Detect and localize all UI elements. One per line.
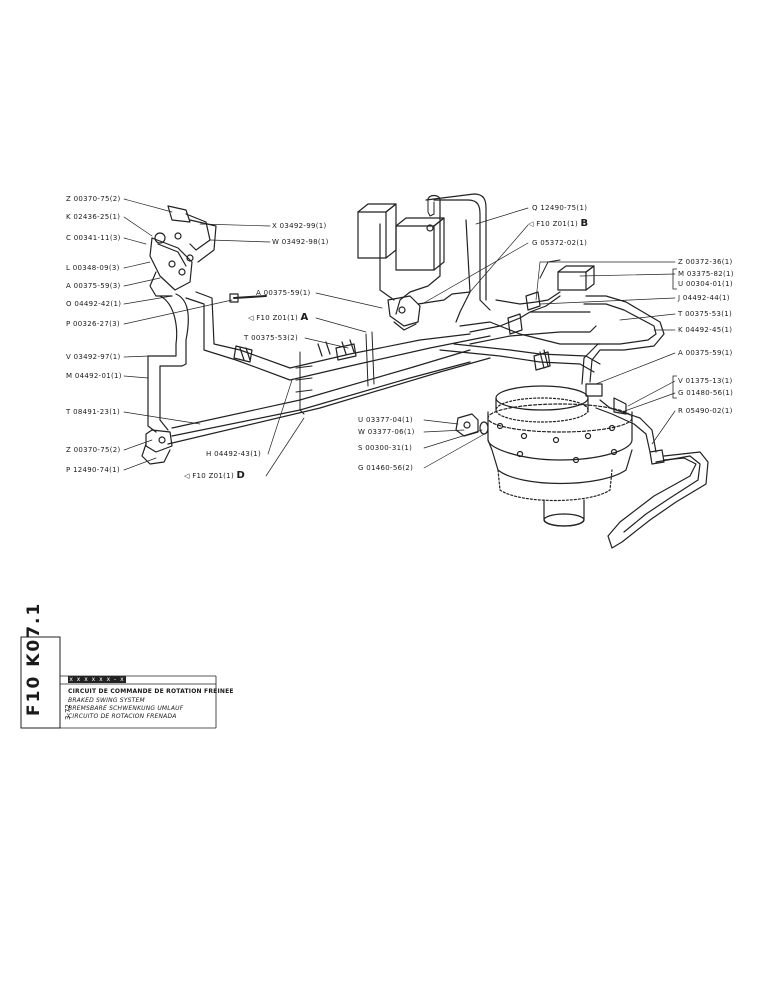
part-label: G 05372-02(1): [532, 239, 588, 247]
reference-text: F10 Z01(1): [256, 314, 298, 322]
part-label: Z 00370-75(2): [66, 195, 121, 203]
reference-marker: B: [580, 218, 589, 229]
arrow-left-icon: ◁: [248, 314, 254, 322]
part-label: J 04492-44(1): [678, 294, 730, 302]
part-label: A 00375-59(3): [66, 282, 121, 290]
part-label: O 04492-42(1): [66, 300, 122, 308]
title-line-de: BREMSBARE SCHWENKUNG UMLAUF: [68, 705, 184, 712]
right-pipe-loop: [581, 295, 709, 549]
reference-text: F10 Z01(1): [536, 220, 578, 228]
part-label: W 03377-06(1): [358, 428, 415, 436]
part-label: G 01480-56(1): [678, 389, 734, 397]
drawing-code: F10 K07.1: [24, 601, 44, 716]
part-label: G 01460-56(2): [358, 464, 414, 472]
lower-diagonal-pipes: [167, 291, 491, 445]
reference-text: F10 Z01(1): [192, 472, 234, 480]
left-pipes: [141, 293, 189, 465]
central-junction: [357, 193, 601, 373]
part-label: T 08491-23(1): [66, 408, 121, 416]
title-line-fr: CIRCUIT DE COMMANDE DE ROTATION FREINEE: [68, 688, 234, 695]
part-label: Z 00372-36(1): [678, 258, 733, 266]
part-label: A 00375-59(1): [256, 289, 311, 297]
part-label: H 04492-43(1): [206, 450, 262, 458]
leader-lines: [123, 198, 676, 477]
part-label: T 00375-53(2): [244, 334, 299, 342]
part-label: L 00348-09(3): [66, 264, 120, 272]
part-label: V 01375-13(1): [678, 377, 733, 385]
part-label: U 03377-04(1): [358, 416, 413, 424]
part-label: C 00341-11(3): [66, 234, 121, 242]
reference-marker: D: [236, 470, 246, 481]
arrow-left-icon: ◁: [184, 472, 190, 480]
part-label: V 03492-97(1): [66, 353, 121, 361]
part-label: R 05490-02(1): [678, 407, 733, 415]
part-label: M 03375-82(1): [678, 270, 734, 278]
part-label: S 00300-31(1): [358, 444, 413, 452]
part-label: T 00375-53(1): [678, 310, 733, 318]
title-line-en: BRAKED SWING SYSTEM: [68, 697, 145, 704]
part-label: Q 12490-75(1): [532, 204, 588, 212]
part-label: W 03492-98(1): [272, 238, 329, 246]
group-bracket: [672, 375, 677, 399]
part-label: K 04492-45(1): [678, 326, 733, 334]
part-label: P 00326-27(3): [66, 320, 120, 328]
swing-motor: [487, 385, 633, 527]
part-label: U 00304-01(1): [678, 280, 733, 288]
part-label: Z 00370-75(2): [66, 446, 121, 454]
reference-label: ◁ F10 Z01(1) D: [184, 470, 246, 481]
part-label: X 03492-99(1): [272, 222, 327, 230]
part-label: A 00375-59(1): [678, 349, 733, 357]
reference-label: ◁ F10 Z01(1) A: [248, 312, 309, 323]
brake-valve-assembly: [149, 205, 267, 303]
part-label: P 12490-74(1): [66, 466, 120, 474]
reference-label: ◁ F10 Z01(1) B: [528, 218, 589, 229]
part-label: M 04492-01(1): [66, 372, 122, 380]
part-label: K 02436-25(1): [66, 213, 121, 221]
arrow-left-icon: ◁: [528, 220, 534, 228]
motor-inlet-fitting: [455, 413, 489, 437]
reference-marker: A: [300, 312, 309, 323]
group-bracket: [672, 268, 677, 290]
drawing-number-bar: x x x x x x - x x: [68, 676, 126, 690]
title-line-es: CIRCUITO DE ROTACION FRENADA: [68, 713, 177, 720]
